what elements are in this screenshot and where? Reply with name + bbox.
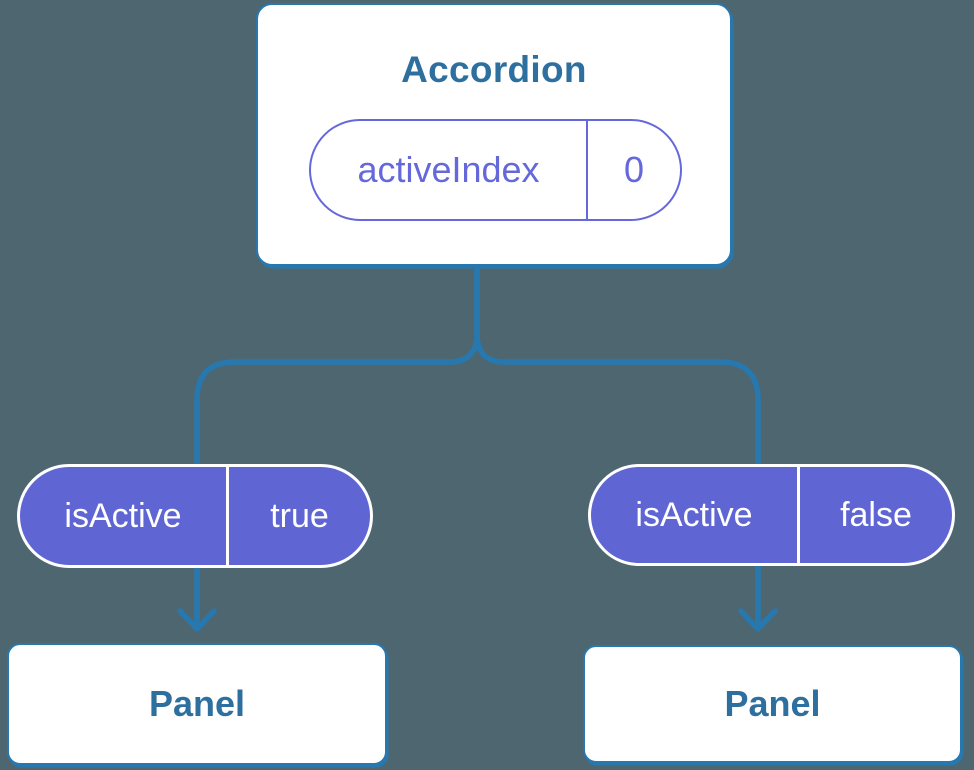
connector-left-branch [194, 260, 480, 627]
connector-right-branch [474, 260, 761, 627]
prop-value-label: false [797, 467, 952, 563]
panel-node-left: Panel [7, 643, 387, 765]
state-pill: activeIndex 0 [309, 119, 682, 221]
state-name-label: activeIndex [357, 149, 540, 190]
arrowhead-right-icon [738, 608, 778, 632]
prop-value-label: true [226, 467, 370, 565]
prop-pill-left: isActive true [17, 464, 373, 568]
prop-name-label: isActive [64, 496, 182, 535]
state-value-label: 0 [586, 121, 680, 219]
arrowhead-left-icon [177, 608, 217, 632]
panel-node-right: Panel [583, 645, 962, 763]
accordion-node: Accordion activeIndex 0 [256, 3, 732, 266]
prop-pill-right: isActive false [588, 464, 955, 566]
prop-name-label: isActive [635, 495, 753, 534]
accordion-label: Accordion [401, 49, 587, 90]
